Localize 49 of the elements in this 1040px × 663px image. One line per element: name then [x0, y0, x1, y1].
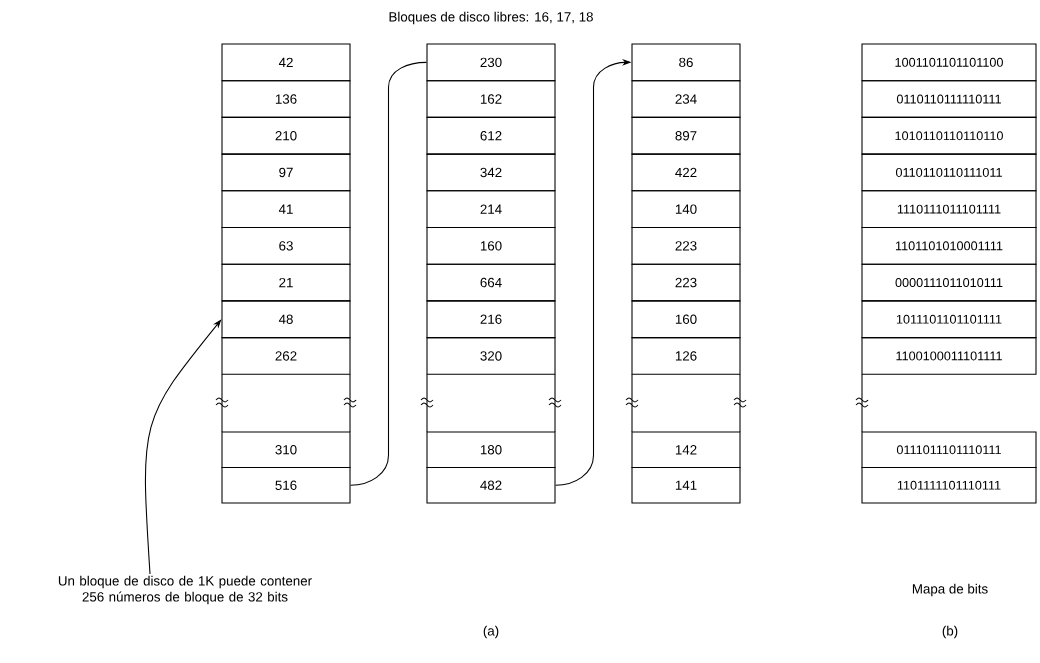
table-cell: 664 — [426, 263, 556, 302]
table-cell: 0000111011010111 — [861, 263, 1037, 302]
table-cell: 162 — [426, 80, 556, 118]
table-cell: 180 — [426, 431, 556, 469]
table-cell: 1010110110110110 — [861, 116, 1037, 155]
table-cell: 897 — [631, 116, 741, 155]
table-cell: 97 — [221, 153, 351, 192]
table-cell: 86 — [631, 43, 741, 82]
panel-label: (b) — [942, 625, 958, 639]
table-cell: 230 — [426, 43, 556, 82]
table-cell: 1101101010001111 — [861, 226, 1037, 265]
table-cell: 1101111101110111 — [861, 466, 1037, 504]
title: Bloques de disco libres: 16, 17, 18 — [389, 11, 593, 25]
table-cell: 48 — [221, 300, 351, 339]
table-cell: 1011101101101111 — [861, 300, 1037, 339]
table-cell: 216 — [426, 300, 556, 339]
figure-caption: Mapa de bits — [912, 583, 988, 597]
table-cell: 42 — [221, 43, 351, 82]
table-cell: 223 — [631, 263, 741, 302]
table-cell: 262 — [221, 337, 351, 375]
table-cell: 160 — [426, 226, 556, 265]
table-cell: 0110110110111011 — [861, 153, 1037, 192]
table-cell: 136 — [221, 80, 351, 118]
table-cell: 1110111011101111 — [861, 190, 1037, 229]
table-cell: 320 — [426, 337, 556, 375]
table-cell: 223 — [631, 226, 741, 265]
table-cell: 422 — [631, 153, 741, 192]
table-cell: 1100100011101111 — [861, 337, 1037, 375]
table-cell: 214 — [426, 190, 556, 229]
table-cell: 342 — [426, 153, 556, 192]
table-cell: 234 — [631, 80, 741, 118]
table-cell: 21 — [221, 263, 351, 302]
table-cell: 126 — [631, 337, 741, 375]
table-cell: 482 — [426, 466, 556, 504]
table-cell: 210 — [221, 116, 351, 155]
table-cell: 41 — [221, 190, 351, 229]
table-cell: 140 — [631, 190, 741, 229]
table-cell: 516 — [221, 466, 351, 504]
table-cell: 0110110111110111 — [861, 80, 1037, 118]
table-cell: 141 — [631, 466, 741, 504]
caption-text: Un bloque de disco de 1K puede contener 256 números de bloque de 32 bits — [58, 575, 312, 605]
table-cell: 612 — [426, 116, 556, 155]
table-cell: 310 — [221, 431, 351, 469]
table-cell: 63 — [221, 226, 351, 265]
table-cell: 0111011101110111 — [861, 431, 1037, 469]
table-cell: 142 — [631, 431, 741, 469]
panel-label: (a) — [483, 625, 499, 639]
table-cell: 160 — [631, 300, 741, 339]
table-cell: 1001101101101100 — [861, 43, 1037, 82]
